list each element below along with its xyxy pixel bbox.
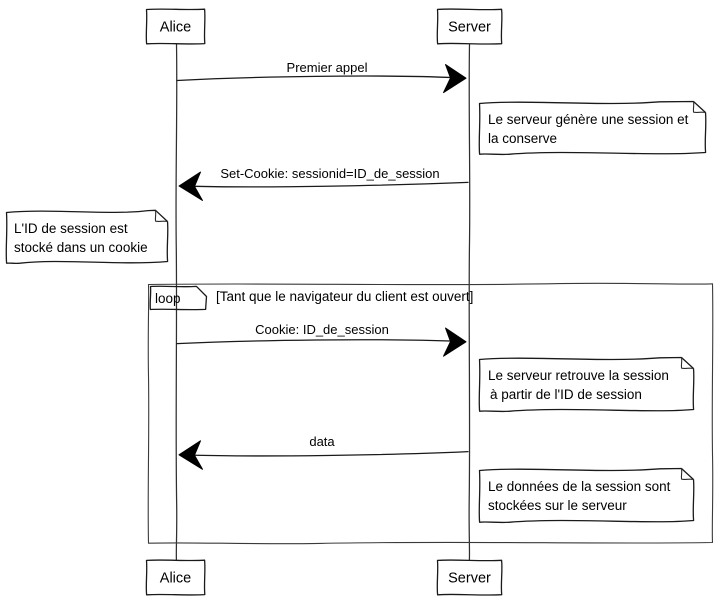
note-data-stored-on-server: Le données de la session sont stockées s… xyxy=(478,467,695,524)
note-line: Le serveur génère une session et xyxy=(488,112,689,127)
note-line: Le données de la session sont xyxy=(488,479,671,494)
message-label-set-cookie: Set-Cookie: sessionid=ID_de_session xyxy=(220,166,439,181)
message-cookie-id[interactable]: Cookie: ID_de_session xyxy=(176,322,467,357)
message-premier-appel[interactable]: Premier appel xyxy=(176,60,467,94)
message-label-premier-appel: Premier appel xyxy=(287,60,368,75)
note-line: à partir de l'ID de session xyxy=(490,387,642,402)
participant-label-alice: Alice xyxy=(160,20,191,36)
note-line: Le serveur retrouve la session xyxy=(488,368,669,383)
note-line: la conserve xyxy=(488,131,557,146)
participant-label-alice-bottom: Alice xyxy=(160,571,191,587)
note-line: stockées sur le serveur xyxy=(488,498,627,513)
message-set-cookie[interactable]: Set-Cookie: sessionid=ID_de_session xyxy=(178,166,469,201)
participant-label-server: Server xyxy=(448,20,491,36)
message-data[interactable]: data xyxy=(178,434,469,470)
note-line: L'ID de session est xyxy=(14,221,128,236)
note-server-retrieves-session: Le serveur retrouve la session à partir … xyxy=(478,356,695,413)
loop-condition-label: [Tant que le navigateur du client est ou… xyxy=(216,289,473,304)
participant-server-top[interactable]: Server xyxy=(436,8,503,45)
lifeline-alice xyxy=(175,43,178,561)
note-server-generates-session: Le serveur génère une session et la cons… xyxy=(478,100,707,156)
message-label-data: data xyxy=(309,434,335,449)
participant-alice-bottom[interactable]: Alice xyxy=(145,559,206,596)
loop-operator-label: loop xyxy=(155,291,181,306)
loop-fragment: loop [Tant que le navigateur du client e… xyxy=(147,282,714,545)
note-id-stored-in-cookie: L'ID de session est stocké dans un cooki… xyxy=(5,209,169,265)
participant-server-bottom[interactable]: Server xyxy=(436,559,503,596)
message-label-cookie-id: Cookie: ID_de_session xyxy=(255,322,389,337)
participant-label-server-bottom: Server xyxy=(448,571,491,587)
note-line: stocké dans un cookie xyxy=(14,240,148,255)
participant-alice-top[interactable]: Alice xyxy=(145,8,206,45)
lifeline-server xyxy=(468,43,471,561)
